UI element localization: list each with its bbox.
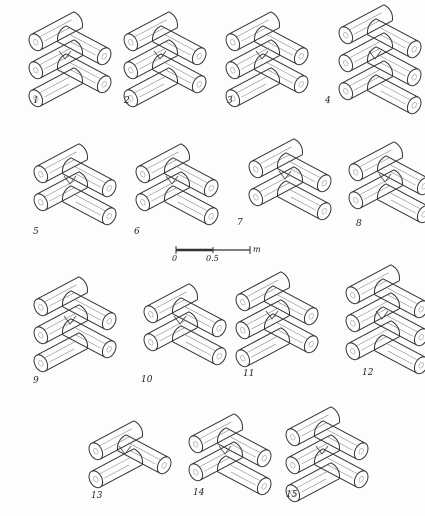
log-corner-joint-icon [140, 281, 230, 368]
log-corner-joint-icon [335, 2, 425, 117]
log-corner-joint-icon [30, 141, 120, 228]
figure-number-15: 15 [286, 490, 298, 500]
log-corner-joint-icon [282, 404, 372, 505]
figure-number-14: 14 [193, 488, 205, 498]
log-corner-joint-icon [120, 9, 210, 110]
scale-label-unit: m [253, 245, 261, 254]
log-corner-joint-icon [345, 139, 425, 226]
figure-number-11: 11 [243, 369, 255, 379]
log-corner-joint-icon [245, 136, 335, 223]
figure-number-8: 8 [356, 219, 362, 229]
scale-bar-icon [175, 246, 251, 254]
log-corner-joint-icon [342, 262, 425, 377]
figure-number-6: 6 [134, 227, 140, 237]
figure-number-5: 5 [33, 227, 39, 237]
figure-number-4: 4 [325, 96, 331, 106]
figure-number-1: 1 [33, 96, 39, 106]
figure-number-7: 7 [237, 218, 243, 228]
log-corner-joint-icon [232, 269, 322, 370]
figure-number-9: 9 [33, 376, 39, 386]
log-corner-joint-icon [30, 274, 120, 375]
figure-number-12: 12 [362, 368, 374, 378]
scale-label-mid: 0.5 [206, 254, 219, 263]
log-corner-joint-icon [85, 418, 175, 491]
scale-label-start: 0 [172, 254, 178, 263]
figure-number-13: 13 [91, 491, 103, 501]
log-corner-joint-icon [132, 141, 222, 228]
figure-number-3: 3 [227, 96, 233, 106]
figure-number-2: 2 [124, 96, 130, 106]
log-corner-joint-icon [25, 9, 115, 110]
figure-number-10: 10 [141, 375, 153, 385]
log-corner-joint-icon [185, 411, 275, 498]
log-corner-joint-icon [222, 9, 312, 110]
